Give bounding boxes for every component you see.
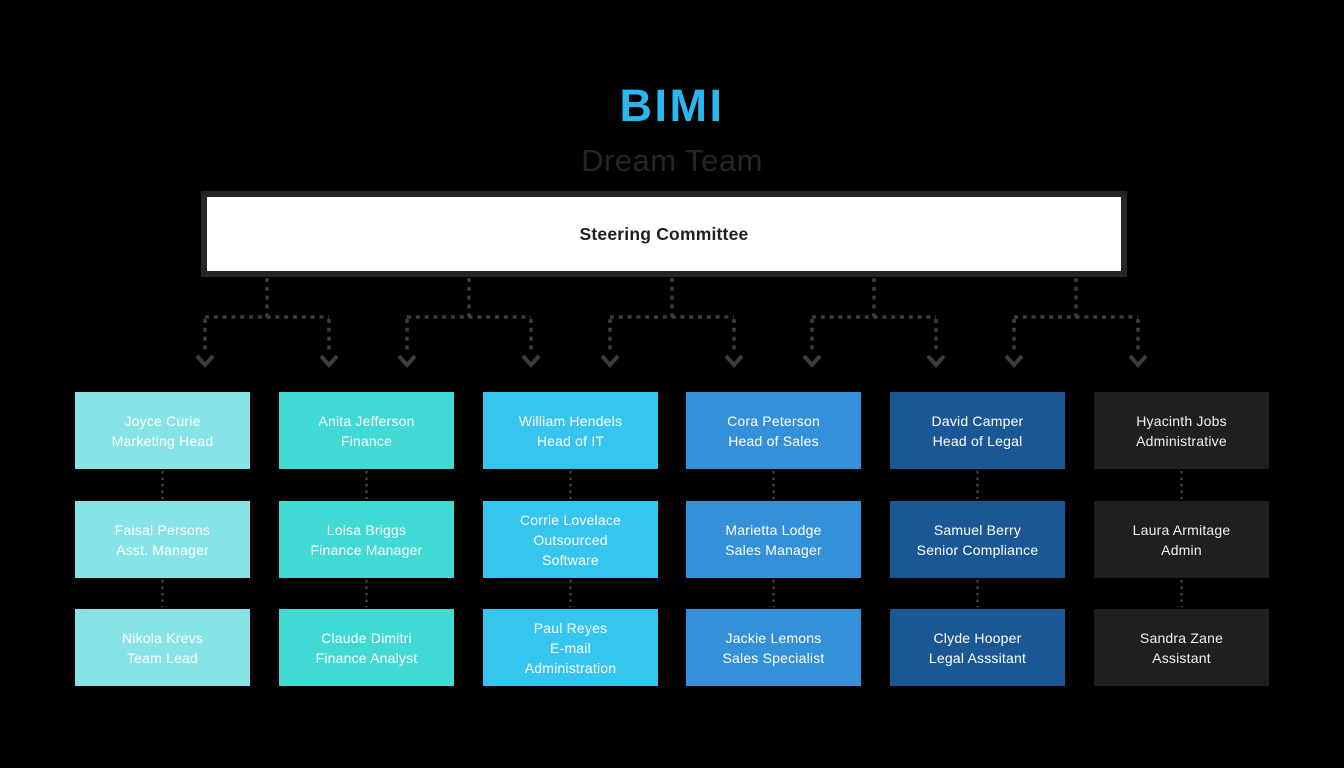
member-box-loisa-briggs: Loisa Briggs Finance Manager [279,501,454,578]
member-box-jackie-lemons: Jackie Lemons Sales Specialist [686,609,861,686]
member-role: Marketing Head [111,432,214,449]
member-name: Loisa Briggs [326,521,407,538]
member-box-sandra-zane: Sandra Zane Assistant [1094,609,1269,686]
member-role: Head of IT [536,432,605,449]
page-title: BIMI [619,80,725,131]
member-box-joyce-curie: Joyce Curie Marketing Head [75,392,250,469]
member-role: Sales Manager [725,541,822,558]
member-role: E-mail Administration [524,639,617,676]
member-box-faisal-persons: Faisal Persons Asst. Manager [75,501,250,578]
member-role: Team Lead [126,649,199,666]
member-box-clyde-hooper: Clyde Hooper Legal Asssitant [890,609,1065,686]
member-box-anita-jefferson: Anita Jefferson Finance [279,392,454,469]
member-box-corrie-lovelace: Corrie Lovelace Outsourced Software [483,501,658,578]
member-name: Corrie Lovelace [519,511,622,528]
member-name: William Hendels [518,412,623,429]
member-role: Finance Analyst [315,649,418,666]
member-name: Joyce Curie [124,412,201,429]
member-box-samuel-berry: Samuel Berry Senior Compliance [890,501,1065,578]
member-box-cora-peterson: Cora Peterson Head of Sales [686,392,861,469]
member-box-david-camper: David Camper Head of Legal [890,392,1065,469]
member-box-laura-armitage: Laura Armitage Admin [1094,501,1269,578]
member-role: Administrative [1136,432,1227,449]
member-name: Clyde Hooper [933,629,1022,646]
member-box-marietta-lodge: Marietta Lodge Sales Manager [686,501,861,578]
member-name: Faisal Persons [114,521,211,538]
member-box-william-hendels: William Hendels Head of IT [483,392,658,469]
member-name: Hyacinth Jobs [1136,412,1227,429]
member-name: Marietta Lodge [725,521,822,538]
member-name: Anita Jefferson [318,412,415,429]
member-name: Nikola Krevs [122,629,203,646]
member-role: Finance Manager [310,541,423,558]
steering-committee-label: Steering Committee [579,223,749,244]
dashed-tree-lines [203,278,1140,354]
member-name: Claude Dimitri [321,629,412,646]
page-subtitle: Dream Team [581,143,763,178]
member-role: Senior Compliance [916,541,1039,558]
member-role: Admin [1161,541,1202,558]
member-box-hyacinth-jobs: Hyacinth Jobs Administrative [1094,392,1269,469]
member-name: David Camper [931,412,1024,429]
member-box-claude-dimitri: Claude Dimitri Finance Analyst [279,609,454,686]
steering-committee-box: Steering Committee [201,191,1127,277]
member-name: Cora Peterson [727,412,820,429]
member-role: Assistant [1152,649,1211,666]
member-box-paul-reyes: Paul Reyes E-mail Administration [483,609,658,686]
member-role: Legal Asssitant [928,649,1027,666]
arrowhead-chevrons [195,354,1148,369]
member-name: Paul Reyes [533,619,608,636]
member-role: Head of Sales [728,432,819,449]
member-role: Asst. Manager [116,541,209,558]
member-name: Samuel Berry [933,521,1022,538]
member-name: Laura Armitage [1132,521,1231,538]
member-role: Outsourced Software [533,531,608,568]
member-name: Sandra Zane [1139,629,1224,646]
member-role: Head of Legal [932,432,1023,449]
member-role: Finance [340,432,393,449]
member-box-nikola-krevs: Nikola Krevs Team Lead [75,609,250,686]
member-role: Sales Specialist [722,649,825,666]
member-name: Jackie Lemons [725,629,822,646]
